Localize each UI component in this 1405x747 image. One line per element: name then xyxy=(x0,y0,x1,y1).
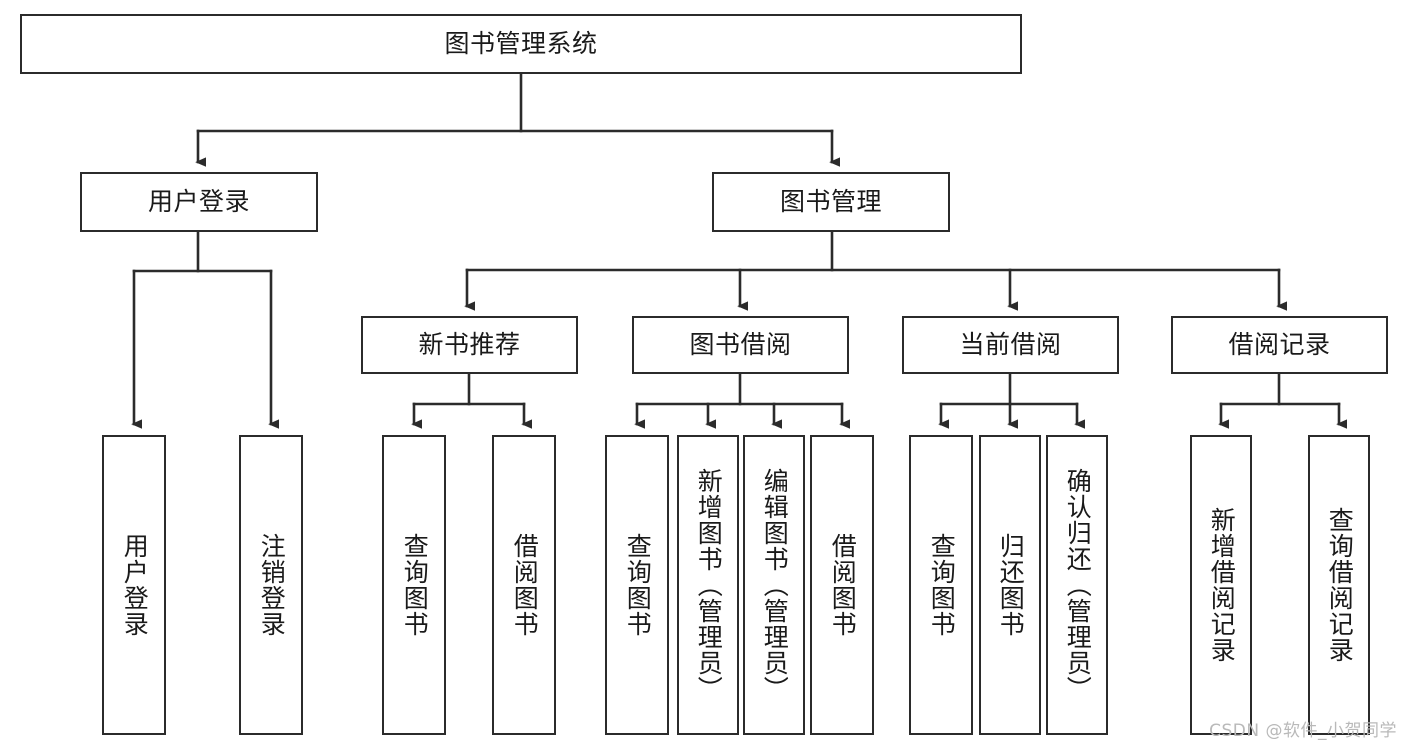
node-leaf-logout-login-label: 注销登录 xyxy=(257,533,287,637)
node-user-login-label: 用户登录 xyxy=(147,187,250,216)
node-leaf-confirm-return-label: 确认归还（管理员） xyxy=(1063,468,1093,702)
node-leaf-return-book[interactable]: 归还图书 xyxy=(979,435,1041,735)
node-root-label: 图书管理系统 xyxy=(444,29,598,58)
node-leaf-query-record-label: 查询借阅记录 xyxy=(1325,507,1355,663)
node-leaf-query-book-1[interactable]: 查询图书 xyxy=(382,435,446,735)
node-leaf-query-book-1-label: 查询图书 xyxy=(400,533,430,637)
node-new-book-recommend-label: 新书推荐 xyxy=(418,330,521,359)
node-root[interactable]: 图书管理系统 xyxy=(20,14,1022,74)
node-leaf-edit-book[interactable]: 编辑图书（管理员） xyxy=(743,435,805,735)
node-book-manage-label: 图书管理 xyxy=(779,187,882,216)
node-current-borrow-label: 当前借阅 xyxy=(959,330,1062,359)
node-leaf-user-login[interactable]: 用户登录 xyxy=(102,435,166,735)
node-current-borrow[interactable]: 当前借阅 xyxy=(902,316,1119,374)
node-borrow-record-label: 借阅记录 xyxy=(1228,330,1331,359)
node-leaf-edit-book-label: 编辑图书（管理员） xyxy=(760,468,790,702)
watermark: CSDN @软件_小贺同学 xyxy=(1209,721,1397,741)
node-leaf-add-book-label: 新增图书（管理员） xyxy=(694,468,724,702)
node-leaf-add-book[interactable]: 新增图书（管理员） xyxy=(677,435,739,735)
node-book-borrow[interactable]: 图书借阅 xyxy=(632,316,849,374)
node-book-manage[interactable]: 图书管理 xyxy=(712,172,950,232)
node-leaf-borrow-book-1-label: 借阅图书 xyxy=(510,533,540,637)
node-book-borrow-label: 图书借阅 xyxy=(689,330,792,359)
node-leaf-query-book-2[interactable]: 查询图书 xyxy=(605,435,669,735)
node-leaf-user-login-label: 用户登录 xyxy=(120,533,150,637)
node-leaf-borrow-book-2-label: 借阅图书 xyxy=(828,533,858,637)
node-leaf-confirm-return[interactable]: 确认归还（管理员） xyxy=(1046,435,1108,735)
node-borrow-record[interactable]: 借阅记录 xyxy=(1171,316,1388,374)
node-leaf-query-book-3-label: 查询图书 xyxy=(927,533,957,637)
node-leaf-return-book-label: 归还图书 xyxy=(996,533,1026,637)
node-new-book-recommend[interactable]: 新书推荐 xyxy=(361,316,578,374)
node-leaf-add-record-label: 新增借阅记录 xyxy=(1207,507,1237,663)
node-leaf-borrow-book-1[interactable]: 借阅图书 xyxy=(492,435,556,735)
node-user-login[interactable]: 用户登录 xyxy=(80,172,318,232)
node-leaf-query-book-2-label: 查询图书 xyxy=(623,533,653,637)
node-leaf-logout-login[interactable]: 注销登录 xyxy=(239,435,303,735)
node-leaf-query-record[interactable]: 查询借阅记录 xyxy=(1308,435,1370,735)
node-leaf-add-record[interactable]: 新增借阅记录 xyxy=(1190,435,1252,735)
node-leaf-query-book-3[interactable]: 查询图书 xyxy=(909,435,973,735)
node-leaf-borrow-book-2[interactable]: 借阅图书 xyxy=(810,435,874,735)
